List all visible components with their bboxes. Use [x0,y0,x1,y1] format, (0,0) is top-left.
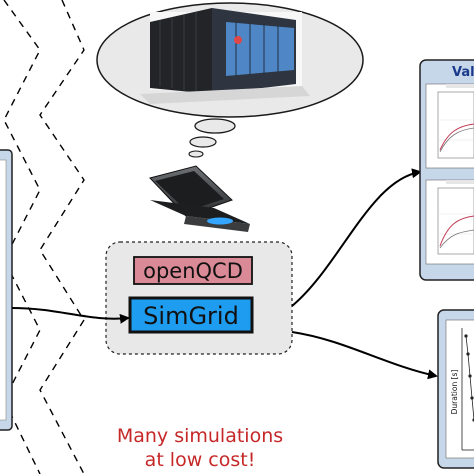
mini-plot-1 [425,83,474,169]
caption-line-2: at low cost! [144,449,256,471]
mini-plot-2 [425,179,474,265]
arrow-to-validation [291,168,422,307]
left-input-panel [0,149,13,431]
caption-line-1: Many simulations [116,425,284,447]
duration-panel: Duration [s] [437,309,474,469]
simgrid-label: SimGrid [143,302,239,330]
caption: Many simulations at low cost! [70,424,330,472]
validation-panel-title: Val [452,65,474,80]
simgrid-box [128,296,254,334]
openqcd-box [133,256,253,285]
validation-panel: Val [419,59,474,281]
supercomputer-photo [140,8,310,104]
openqcd-label: openQCD [143,259,243,283]
arrow-to-duration [291,331,438,380]
arrow-input-to-simgrid [11,307,130,324]
duration-ylabel: Duration [s] [450,370,459,415]
laptop-icon [149,165,250,232]
separator-zigzag-right [39,0,85,474]
